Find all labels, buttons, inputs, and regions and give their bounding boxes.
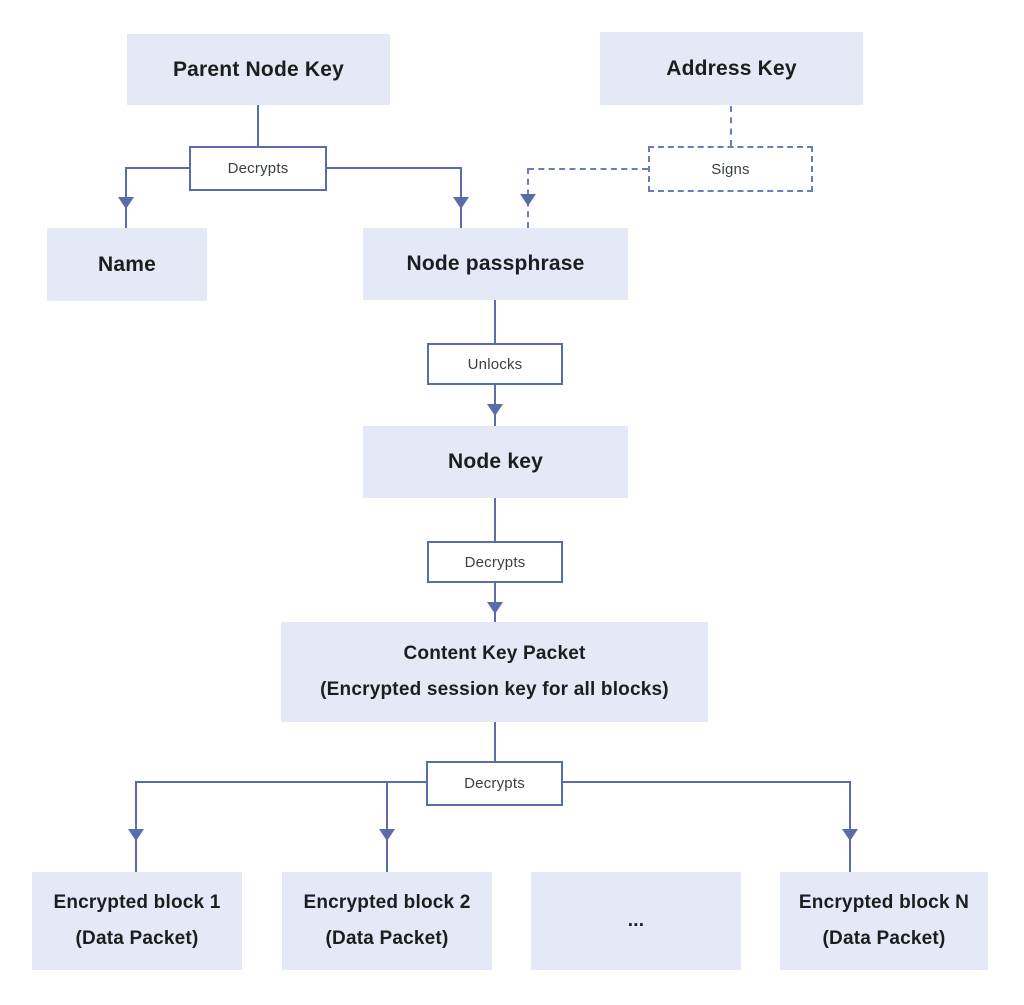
edge-label-text: Decrypts [464, 553, 526, 571]
node-ellipsis: ... [531, 872, 741, 970]
node-label: Node key [448, 450, 543, 473]
edge-label-text: Unlocks [467, 355, 523, 373]
node-label-line2: (Encrypted session key for all blocks) [320, 679, 669, 700]
arrow-down-icon [842, 829, 858, 841]
edge-label-text: Signs [711, 160, 750, 178]
node-node-passphrase: Node passphrase [363, 228, 628, 300]
edge-label-text: Decrypts [227, 160, 289, 177]
node-label-line2: (Data Packet) [822, 928, 946, 949]
connector-content-to-decrypts [494, 722, 496, 762]
node-label-line1: Encrypted block 1 [53, 892, 221, 913]
connector-parent-to-decrypts [257, 105, 259, 146]
node-encrypted-block-1: Encrypted block 1 (Data Packet) [32, 872, 242, 970]
node-label-line1: Content Key Packet [403, 643, 586, 664]
edge-label-decrypts-top: Decrypts [189, 146, 327, 191]
node-label: ... [627, 910, 645, 931]
arrow-down-icon [487, 602, 503, 614]
edge-label-decrypts-mid: Decrypts [427, 541, 563, 583]
node-label-line1: Encrypted block N [798, 892, 970, 913]
connector-to-block1 [135, 781, 137, 872]
node-label-line1: Encrypted block 2 [303, 892, 471, 913]
edge-label-signs: Signs [648, 146, 813, 192]
connector-decrypts-right-arm [327, 167, 462, 169]
edge-label-decrypts-bottom: Decrypts [426, 761, 563, 806]
arrow-down-icon [520, 194, 536, 206]
arrow-down-icon [379, 829, 395, 841]
edge-label-unlocks: Unlocks [427, 343, 563, 385]
arrow-down-icon [118, 197, 134, 209]
connector-nodekey-to-decrypts [494, 498, 496, 541]
node-label: Name [98, 252, 156, 276]
arrow-down-icon [453, 197, 469, 209]
node-name: Name [47, 228, 207, 301]
node-encrypted-block-n: Encrypted block N (Data Packet) [780, 872, 988, 970]
node-label: Parent Node Key [172, 57, 345, 81]
connector-bottom-left-arm [136, 781, 426, 783]
arrow-down-icon [487, 404, 503, 416]
connector-to-blockn [849, 781, 851, 872]
edge-label-text: Decrypts [464, 775, 525, 792]
connector-signs-left-arm [528, 168, 648, 170]
connector-passphrase-to-unlocks [494, 300, 496, 343]
connector-to-block2 [386, 781, 388, 872]
node-address-key: Address Key [600, 32, 863, 105]
node-label: Node passphrase [406, 252, 585, 275]
node-label: Address Key [666, 56, 797, 80]
node-label-line2: (Data Packet) [75, 928, 199, 949]
node-encrypted-block-2: Encrypted block 2 (Data Packet) [282, 872, 492, 970]
arrow-down-icon [128, 829, 144, 841]
connector-decrypts-left-arm [126, 167, 190, 169]
node-parent-node-key: Parent Node Key [127, 34, 390, 105]
connector-address-to-signs [730, 106, 732, 146]
connector-bottom-right-arm [563, 781, 850, 783]
node-content-key-packet: Content Key Packet (Encrypted session ke… [281, 622, 708, 722]
node-label-line2: (Data Packet) [325, 928, 449, 949]
node-node-key: Node key [363, 426, 628, 498]
